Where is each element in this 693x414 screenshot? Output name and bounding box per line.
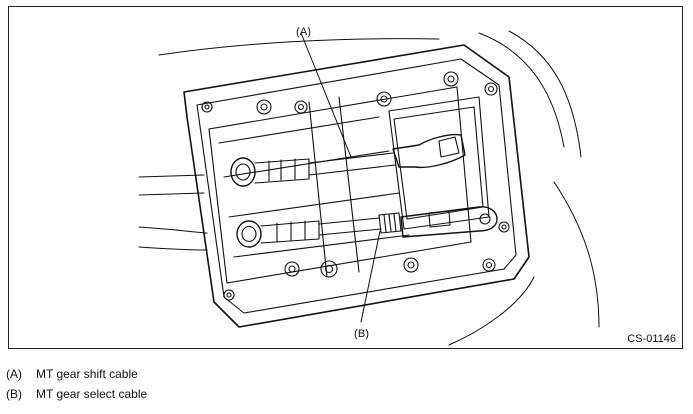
bolt (498, 221, 510, 233)
bolt (256, 99, 272, 115)
legend-text: MT gear shift cable (36, 367, 138, 381)
leader-line-a (300, 32, 352, 158)
legend-item-shift-cable: (A) MT gear shift cable (6, 367, 138, 381)
bolt (294, 100, 308, 114)
leader-lines (300, 32, 381, 323)
bolt (223, 289, 235, 301)
figure-frame: (A) (B) CS-01146 (8, 6, 683, 349)
gear-select-cable (236, 206, 498, 248)
bolt (320, 260, 338, 278)
callout-label-b: (B) (354, 328, 370, 340)
legend-item-select-cable: (B) MT gear select cable (6, 387, 147, 401)
shift-cable-illustration (138, 30, 600, 346)
leader-line-b (360, 230, 381, 323)
bolt (443, 71, 459, 87)
shift-plate (183, 44, 530, 328)
bolt (376, 91, 392, 107)
figure-code: CS-01146 (627, 333, 676, 345)
legend-text: MT gear select cable (36, 387, 148, 401)
bolt (403, 257, 419, 273)
gear-shift-cable (230, 133, 466, 187)
bolt (482, 258, 496, 272)
bolt (284, 261, 300, 277)
legend-key: (A) (6, 367, 22, 381)
body-contour-lines (138, 30, 600, 346)
bolt (484, 82, 498, 96)
legend-key: (B) (6, 387, 22, 401)
callout-label-a: (A) (296, 26, 312, 38)
bolt (201, 101, 213, 113)
mounting-bolts (201, 71, 510, 301)
